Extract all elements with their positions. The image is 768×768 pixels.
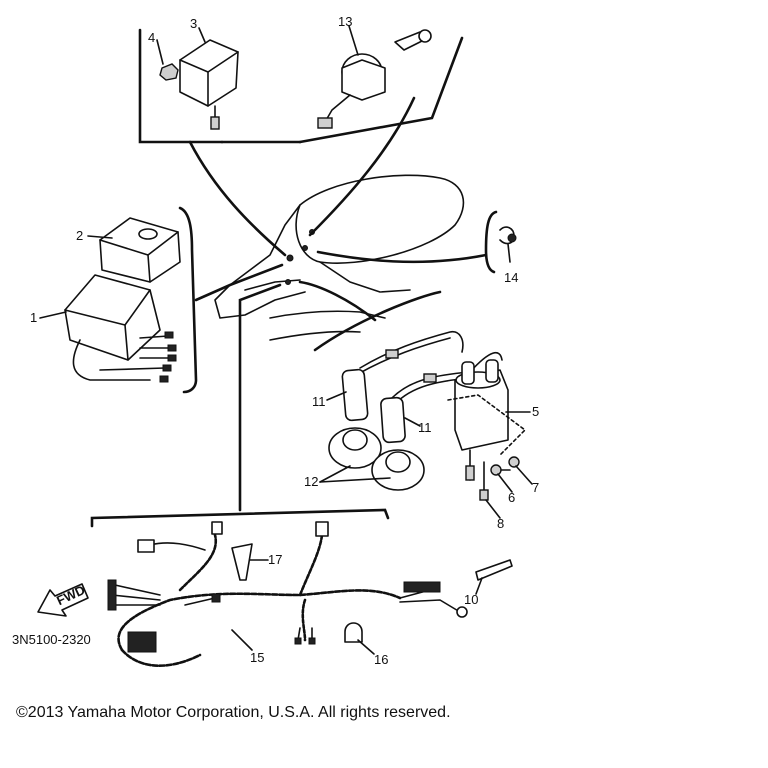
part-6-bolt — [490, 464, 511, 476]
part-7-nut — [508, 456, 520, 468]
part-14-clamp — [499, 226, 517, 245]
callout-17: 17 — [268, 552, 282, 567]
callout-14: 14 — [504, 270, 518, 285]
callout-11a: 11 — [312, 394, 326, 409]
callout-15: 15 — [250, 650, 264, 665]
callout-12: 12 — [304, 474, 318, 489]
bracket-top — [138, 28, 464, 144]
part-1-cdi-unit — [64, 274, 177, 383]
callout-5: 5 — [532, 404, 539, 419]
callout-leaders — [39, 25, 533, 655]
part-4-nut — [159, 63, 179, 81]
fwd-arrow-icon: FWD — [37, 582, 89, 617]
copyright-notice: ©2013 Yamaha Motor Corporation, U.S.A. A… — [16, 704, 451, 721]
part-17-clip — [231, 543, 253, 581]
part-8-wire — [479, 461, 489, 501]
part-2-cover — [99, 217, 181, 283]
callout-11b: 11 — [418, 420, 432, 435]
callout-4: 4 — [148, 30, 155, 45]
part-13-key-switch — [317, 29, 432, 129]
part-5-ignition-coil — [447, 359, 526, 481]
callout-8: 8 — [497, 516, 504, 531]
bracket-harness — [90, 508, 390, 528]
part-16-clamp — [344, 622, 363, 643]
bracket-right-14 — [484, 210, 498, 274]
part-10-plug — [475, 559, 513, 581]
callout-6: 6 — [508, 490, 515, 505]
exploded-parts-diagram: FWD 1 2 3 4 5 6 7 8 10 11 11 12 13 — [12, 14, 539, 667]
frame-outline — [214, 174, 465, 341]
callout-labels: 1 2 3 4 5 6 7 8 10 11 11 12 13 14 15 16 … — [30, 14, 539, 667]
bracket-ignition — [313, 290, 442, 352]
callout-2: 2 — [76, 228, 83, 243]
bracket-left — [178, 206, 198, 394]
callout-1: 1 — [30, 310, 37, 325]
callout-7: 7 — [532, 480, 539, 495]
leader-lines — [188, 96, 488, 512]
part-15-wire-harness — [107, 521, 468, 667]
callout-10: 10 — [464, 592, 478, 607]
callout-13: 13 — [338, 14, 352, 29]
callout-16: 16 — [374, 652, 388, 667]
part-3-module — [179, 39, 239, 130]
drawing-number: 3N5100-2320 — [12, 632, 91, 647]
part-12-grommets — [328, 427, 425, 491]
callout-3: 3 — [190, 16, 197, 31]
